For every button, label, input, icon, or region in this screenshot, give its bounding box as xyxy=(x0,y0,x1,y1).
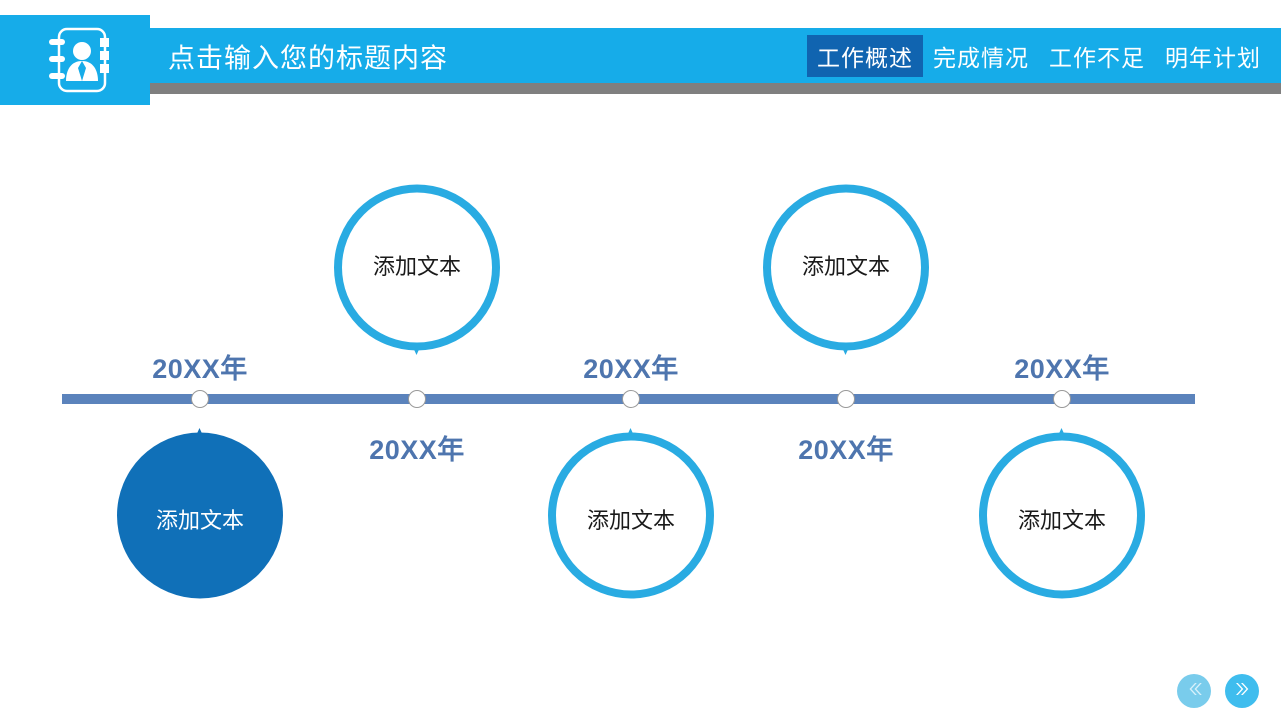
timeline-year-label: 20XX年 xyxy=(583,354,679,384)
tab-next-year-plan[interactable]: 明年计划 xyxy=(1165,44,1261,71)
slide-navigation xyxy=(1177,674,1259,708)
page-title: 点击输入您的标题内容 xyxy=(168,43,448,73)
header-accent-bar xyxy=(150,83,1281,94)
chevron-double-right-icon xyxy=(1232,679,1252,704)
timeline-node-dot[interactable] xyxy=(622,390,640,408)
tab-shortcomings[interactable]: 工作不足 xyxy=(1049,44,1145,71)
chevron-double-left-icon xyxy=(1184,679,1204,704)
contact-book-person-icon xyxy=(45,25,115,95)
tab-completion-status[interactable]: 完成情况 xyxy=(933,44,1029,71)
balloon-text: 添加文本 xyxy=(155,507,244,533)
timeline-balloon[interactable]: 添加文本 xyxy=(113,428,288,603)
page-header: 点击输入您的标题内容 工作概述 完成情况 工作不足 明年计划 xyxy=(0,0,1281,120)
timeline-node-dot[interactable] xyxy=(837,390,855,408)
timeline-year-label: 20XX年 xyxy=(798,435,894,465)
balloon-text: 添加文本 xyxy=(1017,507,1106,533)
timeline-year-label: 20XX年 xyxy=(152,354,248,384)
tab-work-overview[interactable]: 工作概述 xyxy=(807,34,923,77)
balloon-text: 添加文本 xyxy=(586,507,675,533)
timeline-year-label: 20XX年 xyxy=(369,435,465,465)
logo-block xyxy=(0,15,150,105)
nav-tabs: 工作概述 完成情况 工作不足 明年计划 xyxy=(807,34,1271,77)
timeline-balloon[interactable]: 添加文本 xyxy=(544,428,719,603)
balloon-text: 添加文本 xyxy=(801,253,890,279)
timeline-balloon[interactable]: 添加文本 xyxy=(759,180,934,355)
header-title-bar: 点击输入您的标题内容 工作概述 完成情况 工作不足 明年计划 xyxy=(150,28,1281,83)
next-slide-button[interactable] xyxy=(1225,674,1259,708)
timeline-node-dot[interactable] xyxy=(408,390,426,408)
timeline-node-dot[interactable] xyxy=(191,390,209,408)
balloon-text: 添加文本 xyxy=(372,253,461,279)
timeline-year-label: 20XX年 xyxy=(1014,354,1110,384)
prev-slide-button[interactable] xyxy=(1177,674,1211,708)
timeline-node-dot[interactable] xyxy=(1053,390,1071,408)
timeline-balloon[interactable]: 添加文本 xyxy=(975,428,1150,603)
timeline-balloon[interactable]: 添加文本 xyxy=(330,180,505,355)
